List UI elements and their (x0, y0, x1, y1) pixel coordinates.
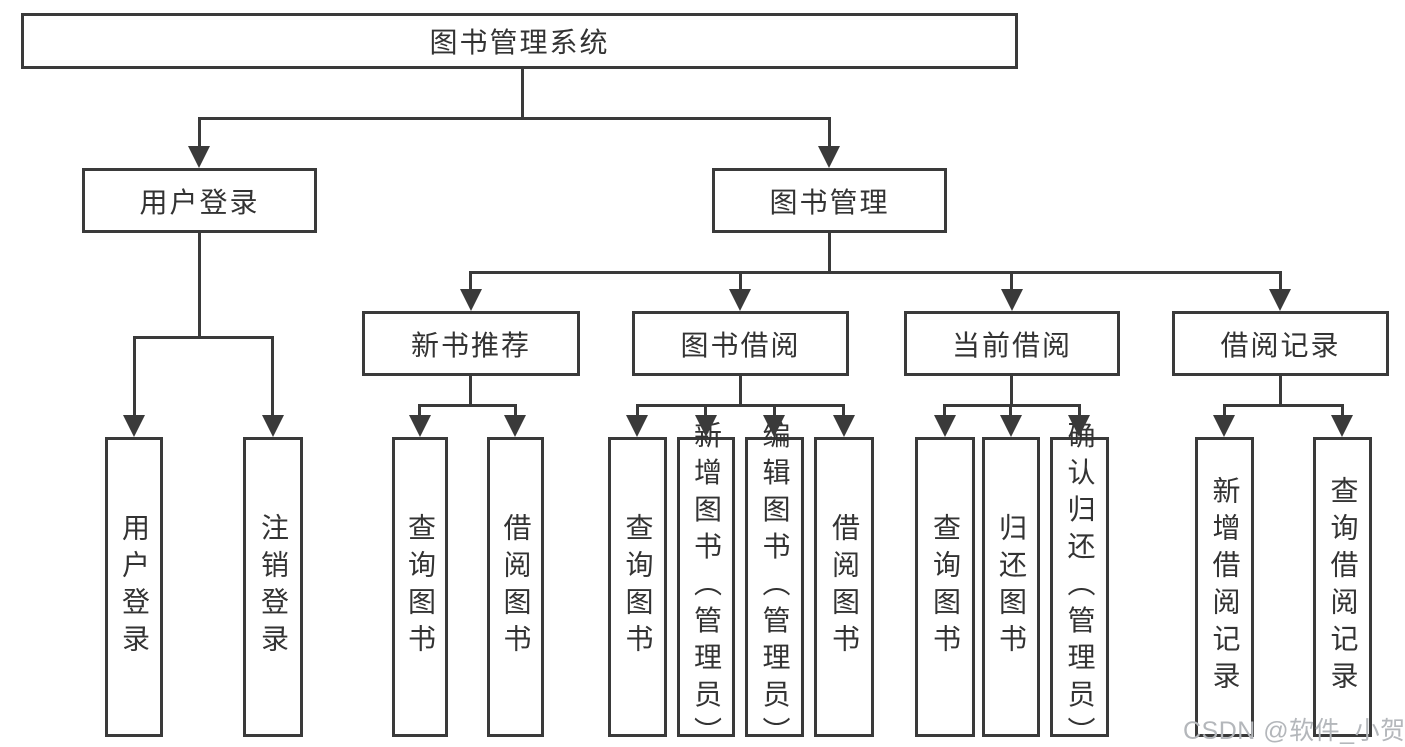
arrow-down (188, 146, 210, 168)
arrow-down (262, 415, 284, 437)
node-book-borrow: 图书借阅 (632, 311, 849, 376)
arrow-down (1269, 289, 1291, 311)
node-borrow-record: 借阅记录 (1172, 311, 1389, 376)
leaf-query-book-borrow: 查询图书 (608, 437, 667, 737)
connector-vline (1010, 273, 1013, 291)
connector-vline (1341, 406, 1344, 417)
connector-vline (943, 406, 946, 417)
arrow-down (818, 146, 840, 168)
leaf-add-book-admin-label: 新增图书（管理员） (691, 420, 722, 747)
connector-vline (739, 273, 742, 291)
arrow-down (729, 289, 751, 311)
leaf-confirm-return-admin-label: 确认归还（管理员） (1064, 420, 1096, 747)
leaf-logout-login: 注销登录 (243, 437, 303, 737)
connector-vline (1010, 375, 1013, 406)
csdn-watermark: CSDN @软件_小贺同学 (1183, 717, 1405, 745)
leaf-add-borrow-record-label: 新增借阅记录 (1209, 476, 1241, 698)
connector-hline (1223, 404, 1344, 407)
node-new-book-recommend: 新书推荐 (362, 311, 580, 376)
leaf-query-book-borrow-label: 查询图书 (622, 513, 654, 661)
connector-vline (469, 375, 472, 406)
leaf-borrow-book-recommend: 借阅图书 (487, 437, 544, 737)
arrow-down (123, 415, 145, 437)
leaf-query-book-current: 查询图书 (915, 437, 975, 737)
arrow-down (626, 415, 648, 437)
leaf-query-borrow-record: 查询借阅记录 (1313, 437, 1372, 737)
connector-vline (1009, 406, 1012, 417)
connector-vline (1279, 273, 1282, 291)
connector-vline (704, 406, 707, 417)
node-current-borrow: 当前借阅 (904, 311, 1120, 376)
connector-vline (271, 338, 274, 417)
leaf-add-borrow-record: 新增借阅记录 (1195, 437, 1254, 737)
leaf-borrow-book: 借阅图书 (814, 437, 874, 737)
arrow-down (504, 415, 526, 437)
leaf-user-login-label: 用户登录 (119, 513, 150, 661)
arrow-down (934, 415, 956, 437)
arrow-down (1001, 289, 1023, 311)
leaf-edit-book-admin: 编辑图书（管理员） (745, 421, 804, 747)
leaf-return-book: 归还图书 (982, 437, 1040, 737)
connector-vline (739, 375, 742, 406)
connector-vline (198, 232, 201, 337)
arrow-down (833, 415, 855, 437)
connector-hline (133, 336, 274, 339)
connector-hline (943, 404, 1081, 407)
connector-vline (469, 273, 472, 291)
connector-vline (521, 68, 524, 119)
leaf-query-book-current-label: 查询图书 (930, 513, 961, 661)
arrow-down (1213, 415, 1235, 437)
connector-hline (636, 404, 845, 407)
connector-hline (198, 117, 831, 120)
connector-vline (198, 119, 201, 148)
connector-vline (828, 232, 831, 273)
node-book-management-branch: 图书管理 (712, 168, 947, 233)
arrow-down (1000, 415, 1022, 437)
arrow-down (460, 289, 482, 311)
leaf-borrow-book-label: 借阅图书 (829, 513, 860, 661)
connector-vline (1279, 375, 1282, 406)
connector-vline (842, 406, 845, 417)
connector-vline (1078, 406, 1081, 417)
connector-vline (773, 406, 776, 417)
leaf-edit-book-admin-label: 编辑图书（管理员） (759, 420, 791, 747)
arrow-down (763, 415, 785, 437)
arrow-down (1068, 415, 1090, 437)
node-user-login-branch: 用户登录 (82, 168, 317, 233)
arrow-down (695, 415, 717, 437)
leaf-query-book-recommend: 查询图书 (392, 437, 448, 737)
leaf-add-book-admin: 新增图书（管理员） (677, 421, 735, 747)
connector-vline (133, 338, 136, 417)
leaf-logout-login-label: 注销登录 (258, 513, 289, 661)
leaf-confirm-return-admin: 确认归还（管理员） (1050, 421, 1109, 747)
leaf-user-login: 用户登录 (105, 437, 163, 737)
connector-vline (514, 406, 517, 417)
leaf-query-borrow-record-label: 查询借阅记录 (1327, 476, 1359, 698)
connector-vline (418, 406, 421, 417)
connector-hline (418, 404, 517, 407)
connector-vline (636, 406, 639, 417)
leaf-borrow-book-recommend-label: 借阅图书 (500, 513, 532, 661)
node-root: 图书管理系统 (21, 13, 1018, 69)
leaf-return-book-label: 归还图书 (996, 513, 1027, 661)
arrow-down (1331, 415, 1353, 437)
connector-hline (469, 271, 1282, 274)
connector-vline (1223, 406, 1226, 417)
connector-vline (828, 119, 831, 148)
arrow-down (409, 415, 431, 437)
leaf-query-book-recommend-label: 查询图书 (405, 513, 436, 661)
